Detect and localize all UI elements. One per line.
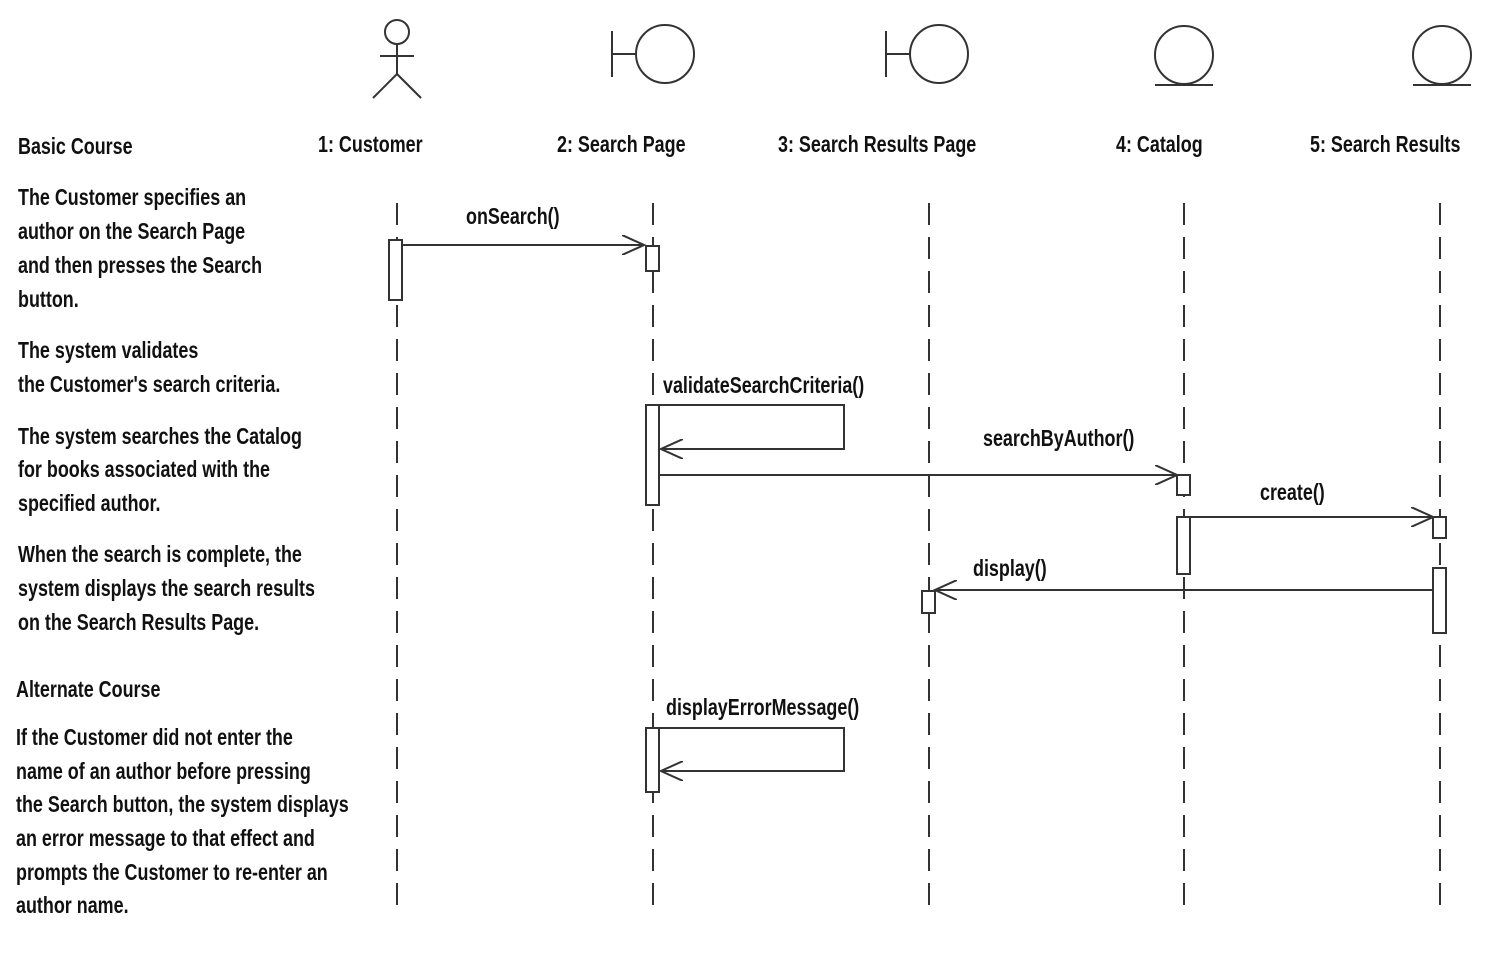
- message-label-display: display(): [973, 556, 1047, 582]
- boundary-icon: [885, 24, 969, 84]
- message-arrow-display-error-message: [659, 727, 845, 771]
- basic-course-heading: Basic Course: [18, 134, 133, 160]
- participant-label-catalog: 4: Catalog: [1116, 132, 1203, 158]
- participant-label-customer: 1: Customer: [318, 132, 423, 158]
- activation-bar: [1176, 474, 1191, 496]
- entity-icon: [1412, 25, 1472, 86]
- activation-bar: [645, 404, 660, 506]
- activation-bar: [645, 727, 660, 793]
- message-label-create: create(): [1260, 480, 1325, 506]
- use-case-step-2: The system validates the Customer's sear…: [18, 338, 280, 398]
- activation-bar: [1176, 516, 1191, 575]
- alternate-course-step-1: If the Customer did not enter the name o…: [16, 725, 354, 919]
- activation-bar: [1432, 567, 1447, 634]
- participant-label-search-results: 5: Search Results: [1310, 132, 1460, 158]
- alternate-course-heading: Alternate Course: [16, 677, 160, 703]
- activation-bar: [645, 245, 660, 272]
- actor-icon: [372, 19, 422, 99]
- participant-label-search-page: 2: Search Page: [557, 132, 686, 158]
- boundary-icon: [611, 24, 695, 84]
- message-label-search-by-author: searchByAuthor(): [983, 426, 1134, 452]
- use-case-step-3: The system searches the Catalog for book…: [18, 424, 307, 517]
- entity-icon: [1154, 25, 1214, 86]
- activation-bar: [921, 590, 936, 614]
- activation-bar: [1432, 516, 1447, 539]
- use-case-step-1: The Customer specifies an author on the …: [18, 185, 267, 313]
- participant-label-search-results-page: 3: Search Results Page: [778, 132, 976, 158]
- activation-bar: [388, 239, 403, 301]
- message-arrow-validate-search-criteria: [659, 404, 845, 449]
- message-label-display-error-message: displayErrorMessage(): [666, 695, 859, 721]
- message-label-onsearch: onSearch(): [466, 204, 560, 230]
- use-case-step-4: When the search is complete, the system …: [18, 542, 320, 636]
- message-label-validate-search-criteria: validateSearchCriteria(): [663, 373, 864, 399]
